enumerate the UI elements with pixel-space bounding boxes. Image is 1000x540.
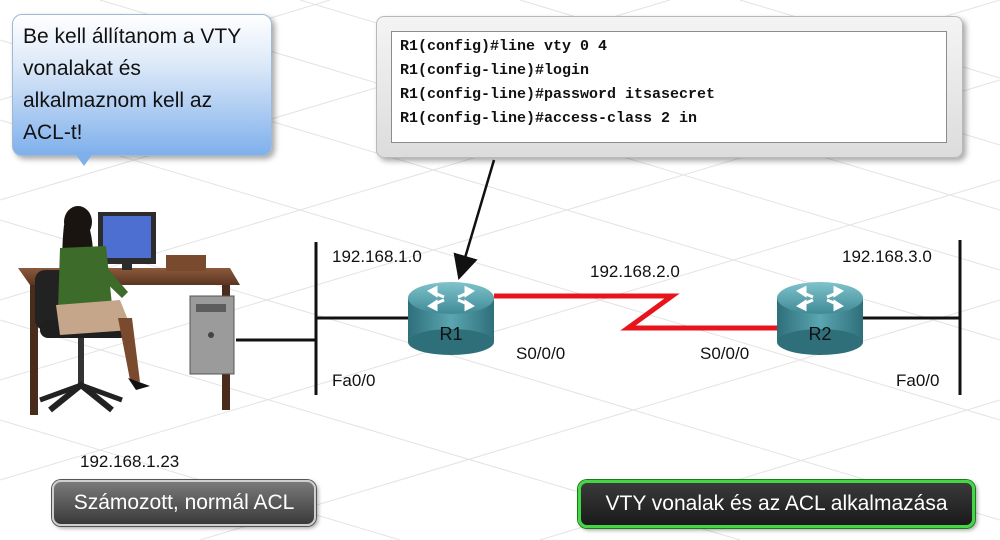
r2-wan-interface-label: S0/0/0 — [700, 344, 750, 363]
lan3-segment — [862, 240, 962, 395]
cli-line: R1(config-line)#access-class 2 in — [400, 110, 698, 127]
router-r2-label: R2 — [808, 324, 832, 344]
r2-lan-interface-label: Fa0/0 — [896, 371, 940, 390]
workstation-icon — [18, 206, 240, 415]
router-r1-label: R1 — [439, 324, 463, 344]
lan3-network-label: 192.168.3.0 — [842, 247, 932, 266]
numbered-acl-button[interactable]: Számozott, normál ACL — [52, 480, 316, 526]
wan-network-label: 192.168.2.0 — [590, 262, 680, 281]
cli-panel: R1(config)#line vty 0 4 R1(config-line)#… — [376, 16, 963, 158]
router-icon — [777, 282, 863, 355]
host-ip-label: 192.168.1.23 — [80, 452, 180, 471]
cli-console: R1(config)#line vty 0 4 R1(config-line)#… — [391, 31, 947, 143]
vty-acl-button[interactable]: VTY vonalak és az ACL alkalmazása — [578, 480, 975, 528]
speech-bubble-text: Be kell állítanom a VTY vonalakat és alk… — [23, 25, 242, 144]
speech-bubble-tail — [74, 152, 94, 166]
lan1-segment — [236, 242, 408, 395]
cli-line: R1(config)#line vty 0 4 — [400, 38, 608, 55]
r1-wan-interface-label: S0/0/0 — [516, 344, 566, 363]
arrow-icon — [453, 159, 496, 280]
speech-bubble: Be kell állítanom a VTY vonalakat és alk… — [12, 14, 272, 156]
router-icon — [408, 282, 494, 355]
cli-line: R1(config-line)#password itsasecret — [400, 86, 716, 103]
serial-link-icon — [494, 293, 780, 331]
lan1-network-label: 192.168.1.0 — [332, 247, 422, 266]
r1-lan-interface-label: Fa0/0 — [332, 371, 376, 390]
cli-line: R1(config-line)#login — [400, 62, 590, 79]
